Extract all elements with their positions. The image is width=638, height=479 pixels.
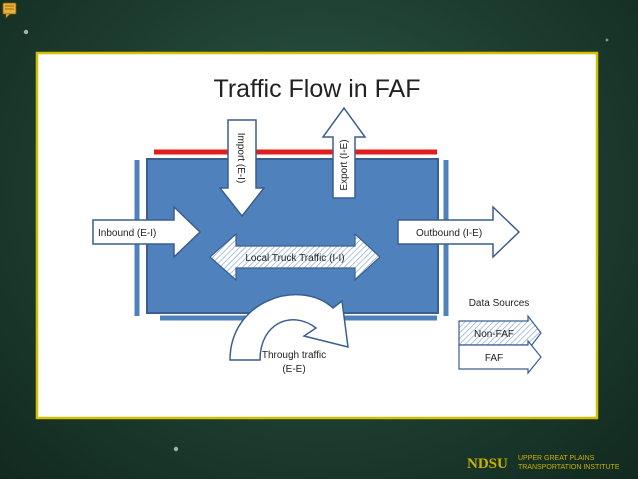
decor-dot <box>173 446 179 452</box>
local-traffic-label: Local Truck Traffic (I-I) <box>245 253 344 264</box>
import-label: Import (E-I) <box>235 133 246 184</box>
outbound-label: Outbound (I-E) <box>416 228 482 239</box>
through-traffic-label-line2: (E-E) <box>282 364 305 375</box>
export-arrow <box>321 106 367 199</box>
decor-dot <box>23 29 29 35</box>
ndsu-logo: NDSU UPPER GREAT PLAINS TRANSPORTATION I… <box>467 455 620 472</box>
outbound-arrow <box>397 205 521 259</box>
legend-title: Data Sources <box>469 298 530 309</box>
export-label: Export (I-E) <box>339 139 350 190</box>
through-traffic-label-line1: Through traffic <box>262 350 326 361</box>
import-arrow <box>218 119 266 218</box>
inbound-arrow <box>92 205 202 259</box>
legend-non-faf-label: Non-FAF <box>474 329 514 340</box>
legend-faf-label: FAF <box>485 353 503 364</box>
local-traffic-arrow <box>209 232 381 282</box>
inbound-label: Inbound (E-I) <box>98 228 156 239</box>
note-icon[interactable] <box>2 2 17 19</box>
institute-line1: UPPER GREAT PLAINS <box>518 455 595 462</box>
through-traffic-arrow <box>229 293 349 361</box>
logo-text: NDSU <box>467 456 508 472</box>
decor-dot <box>605 38 609 42</box>
institute-line2: TRANSPORTATION INSTITUTE <box>518 464 620 471</box>
legend-faf-arrow <box>458 339 542 375</box>
page-title: Traffic Flow in FAF <box>214 75 421 103</box>
